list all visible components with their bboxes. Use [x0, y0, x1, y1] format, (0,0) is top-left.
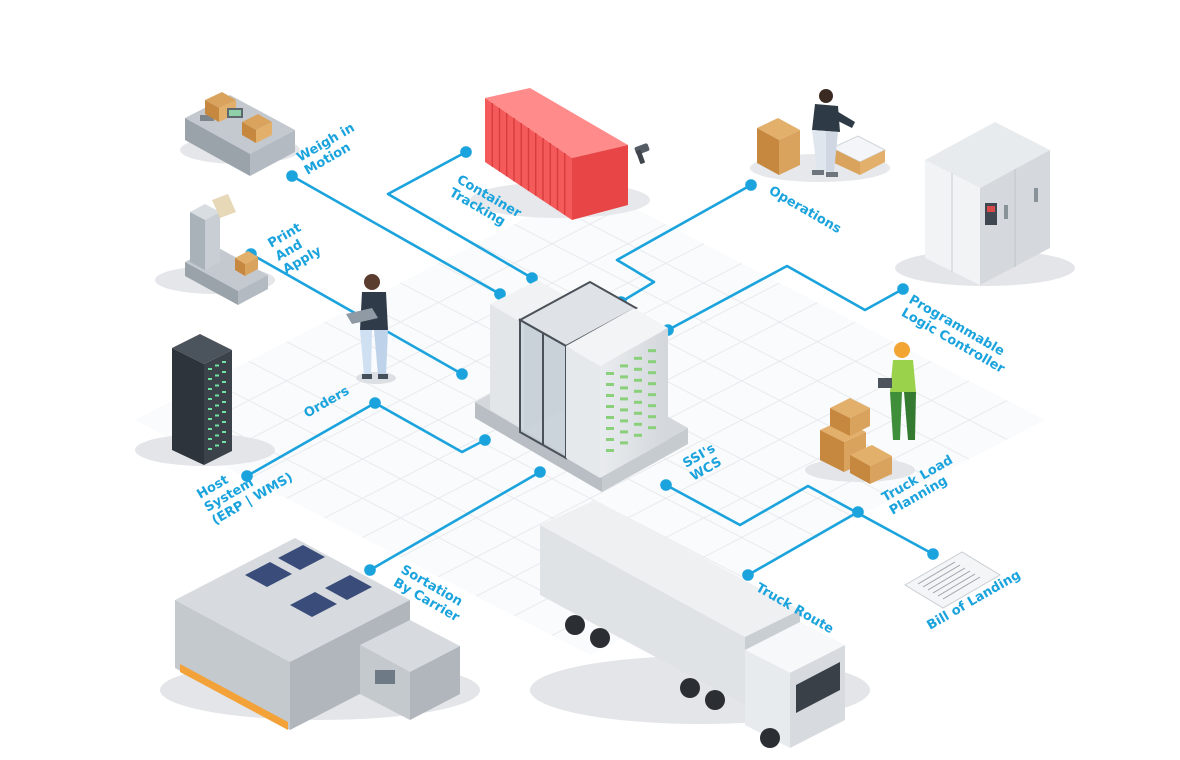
label-line: Operations — [766, 183, 844, 237]
rack-led — [208, 398, 212, 400]
server-led — [648, 349, 656, 353]
connector-weigh-in-motion — [286, 170, 506, 300]
connector-truck-load — [660, 479, 939, 560]
server-led — [606, 383, 614, 386]
server-led — [606, 405, 614, 408]
server-led — [648, 382, 656, 386]
server-led — [634, 411, 642, 415]
rack-led — [222, 371, 226, 373]
server-led — [620, 364, 628, 368]
rack-led — [222, 441, 226, 443]
server-led — [620, 408, 628, 412]
rack-led — [222, 401, 226, 403]
rack-led — [222, 391, 226, 393]
server-led — [606, 427, 614, 430]
rack-led — [215, 414, 219, 417]
receipt-icon — [904, 551, 1001, 609]
rack-led — [222, 411, 226, 413]
label-center-wcs: SSI'sWCS — [681, 441, 726, 484]
boxes-worker-icon — [805, 342, 916, 484]
rack-led — [222, 431, 226, 433]
server-led — [606, 416, 614, 419]
server-led — [606, 438, 614, 441]
server-led — [648, 371, 656, 375]
server-led — [634, 356, 642, 360]
rack-led — [208, 408, 212, 410]
rack-led — [222, 361, 226, 363]
server-led — [648, 415, 656, 419]
receipt-line — [927, 567, 966, 591]
receipt-line — [922, 564, 961, 588]
server-rack-icon — [135, 334, 275, 466]
truck-icon — [530, 500, 870, 748]
server-led — [606, 449, 614, 452]
server-led — [620, 397, 628, 401]
worker-laptop-icon — [346, 274, 396, 384]
server-led — [648, 404, 656, 408]
central-wcs-server-icon — [475, 280, 688, 492]
server-led — [606, 372, 614, 375]
server-led — [620, 375, 628, 379]
rack-led — [215, 364, 219, 367]
label-printer-icon — [155, 194, 275, 305]
connector-sortation — [364, 466, 546, 576]
rack-led — [208, 418, 212, 420]
server-led — [620, 441, 628, 445]
receipt-line — [917, 561, 956, 585]
rack-led — [208, 438, 212, 440]
label-weigh-in-motion: Weigh inMotion — [295, 120, 365, 178]
rack-led — [222, 381, 226, 383]
server-led — [634, 433, 642, 437]
server-led — [634, 378, 642, 382]
connector-orders — [241, 397, 491, 482]
server-led — [620, 386, 628, 390]
server-led — [634, 400, 642, 404]
packing-worker-icon — [750, 89, 890, 182]
rack-led — [208, 448, 212, 450]
receipt-line — [942, 576, 981, 600]
server-led — [606, 394, 614, 397]
server-led — [648, 393, 656, 397]
control-cabinet-icon — [895, 122, 1075, 286]
label-operations: Operations — [766, 183, 844, 237]
rack-led — [215, 434, 219, 437]
receipt-line — [932, 570, 971, 594]
rack-led — [208, 388, 212, 390]
rack-led — [215, 424, 219, 427]
rack-led — [215, 384, 219, 387]
rack-led — [215, 374, 219, 377]
receipt-line — [937, 573, 976, 597]
server-led — [648, 426, 656, 430]
connector-container-tracking — [386, 146, 538, 284]
server-led — [620, 430, 628, 434]
conveyor-scale-icon — [180, 92, 300, 176]
rack-led — [215, 394, 219, 397]
rack-led — [215, 404, 219, 407]
server-led — [634, 367, 642, 371]
server-led — [634, 389, 642, 393]
server-led — [648, 360, 656, 364]
rack-led — [208, 428, 212, 430]
rack-led — [222, 421, 226, 423]
server-led — [620, 419, 628, 423]
server-led — [634, 422, 642, 426]
rack-led — [208, 368, 212, 370]
rack-led — [208, 378, 212, 380]
rack-led — [215, 444, 219, 447]
shipping-container-icon — [470, 88, 650, 220]
connector-truck-route — [742, 506, 864, 581]
warehouse-building-icon — [160, 538, 480, 730]
